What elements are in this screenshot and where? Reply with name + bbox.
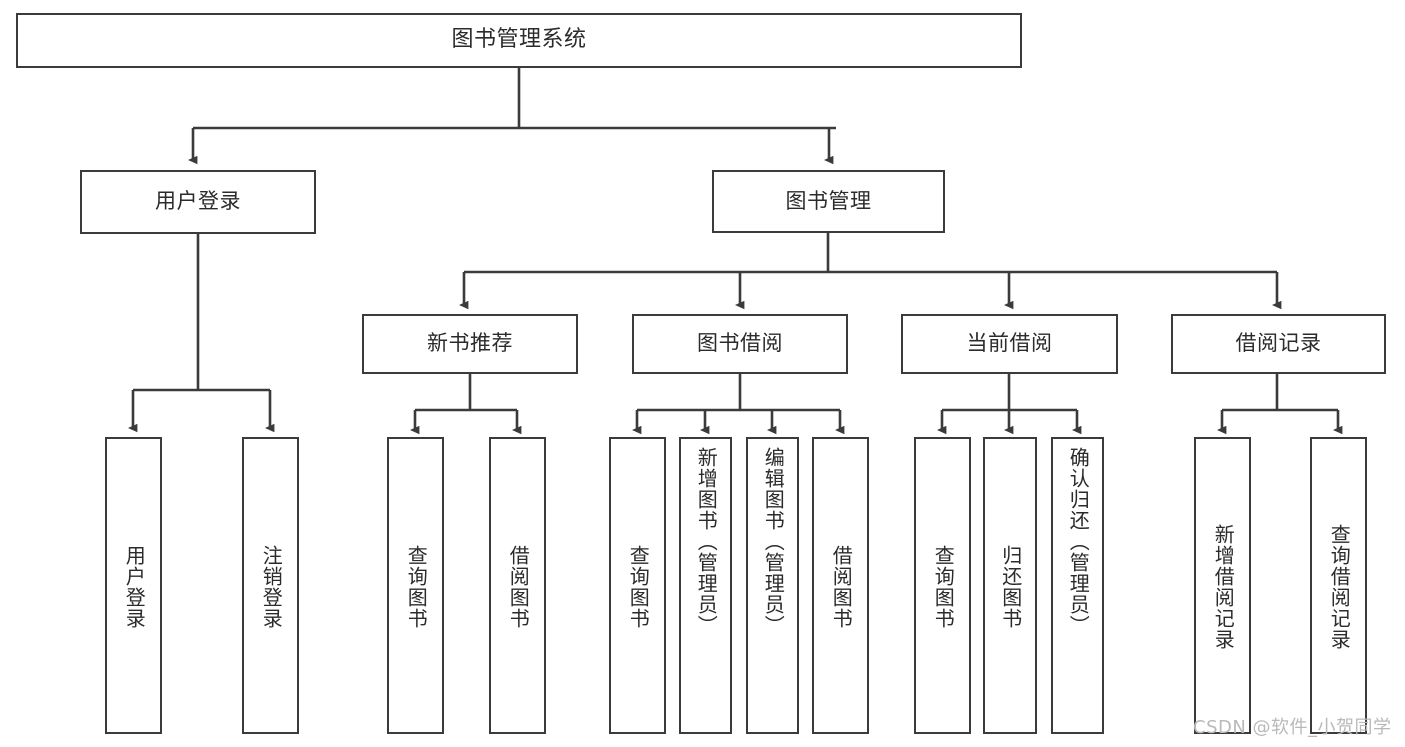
- node-label: 编辑图书（管理员）: [761, 447, 786, 636]
- leaf-return-book[interactable]: 归还图书: [983, 437, 1037, 734]
- leaf-text-wrap: 新增图书（管理员）: [681, 439, 730, 732]
- node-label: 借阅记录: [1235, 331, 1322, 356]
- node-borrow-record[interactable]: 借阅记录: [1171, 314, 1386, 374]
- leaf-query-book-borrow[interactable]: 查询图书: [609, 437, 666, 734]
- node-current-borrow[interactable]: 当前借阅: [901, 314, 1118, 374]
- node-label: 查询图书: [626, 544, 651, 629]
- leaf-text-wrap: 确认归还（管理员）: [1053, 439, 1102, 732]
- node-label: 用户登录: [122, 544, 147, 629]
- leaf-text-wrap: 用户登录: [107, 439, 160, 732]
- leaf-logout-login[interactable]: 注销登录: [242, 437, 299, 734]
- node-label: 用户登录: [155, 189, 241, 214]
- leaf-text-wrap: 查询借阅记录: [1312, 439, 1365, 732]
- node-label: 注销登录: [259, 544, 284, 629]
- node-label: 当前借阅: [966, 331, 1053, 356]
- leaf-text-wrap: 借阅图书: [491, 439, 544, 732]
- leaf-borrow-book-recommend[interactable]: 借阅图书: [489, 437, 546, 734]
- leaf-query-book-current[interactable]: 查询图书: [914, 437, 971, 734]
- node-root-book-management-system[interactable]: 图书管理系统: [16, 13, 1022, 68]
- node-label: 图书管理: [785, 188, 872, 213]
- node-label: 图书借阅: [697, 331, 783, 356]
- leaf-borrow-book-borrow[interactable]: 借阅图书: [812, 437, 869, 734]
- leaf-text-wrap: 注销登录: [244, 439, 297, 732]
- node-user-login[interactable]: 用户登录: [80, 170, 316, 234]
- node-label: 新增图书（管理员）: [694, 447, 719, 636]
- watermark: CSDN @软件_小贺同学: [1193, 717, 1392, 738]
- leaf-confirm-return[interactable]: 确认归还（管理员）: [1051, 437, 1104, 734]
- leaf-text-wrap: 编辑图书（管理员）: [748, 439, 797, 732]
- leaf-text-wrap: 归还图书: [985, 439, 1035, 732]
- node-label: 图书管理系统: [451, 27, 587, 53]
- leaf-add-borrow-record[interactable]: 新增借阅记录: [1194, 437, 1251, 734]
- node-label: 归还图书: [998, 544, 1023, 629]
- leaf-text-wrap: 借阅图书: [814, 439, 867, 732]
- node-label: 确认归还（管理员）: [1066, 447, 1091, 636]
- leaf-add-book[interactable]: 新增图书（管理员）: [679, 437, 732, 734]
- leaf-query-book-recommend[interactable]: 查询图书: [387, 437, 444, 734]
- node-label: 查询图书: [931, 544, 956, 629]
- node-label: 借阅图书: [506, 544, 531, 629]
- leaf-text-wrap: 查询图书: [916, 439, 969, 732]
- leaf-text-wrap: 新增借阅记录: [1196, 439, 1249, 732]
- node-new-book-recommend[interactable]: 新书推荐: [362, 314, 578, 374]
- leaf-edit-book[interactable]: 编辑图书（管理员）: [746, 437, 799, 734]
- leaf-user-login[interactable]: 用户登录: [105, 437, 162, 734]
- leaf-query-borrow-record[interactable]: 查询借阅记录: [1310, 437, 1367, 734]
- node-label: 查询借阅记录: [1327, 523, 1352, 650]
- leaf-text-wrap: 查询图书: [611, 439, 664, 732]
- node-book-management[interactable]: 图书管理: [712, 170, 945, 233]
- node-label: 借阅图书: [829, 544, 854, 629]
- node-label: 新增借阅记录: [1211, 523, 1236, 650]
- node-label: 新书推荐: [427, 331, 513, 356]
- node-label: 查询图书: [404, 544, 429, 629]
- leaf-text-wrap: 查询图书: [389, 439, 442, 732]
- node-book-borrow[interactable]: 图书借阅: [632, 314, 848, 374]
